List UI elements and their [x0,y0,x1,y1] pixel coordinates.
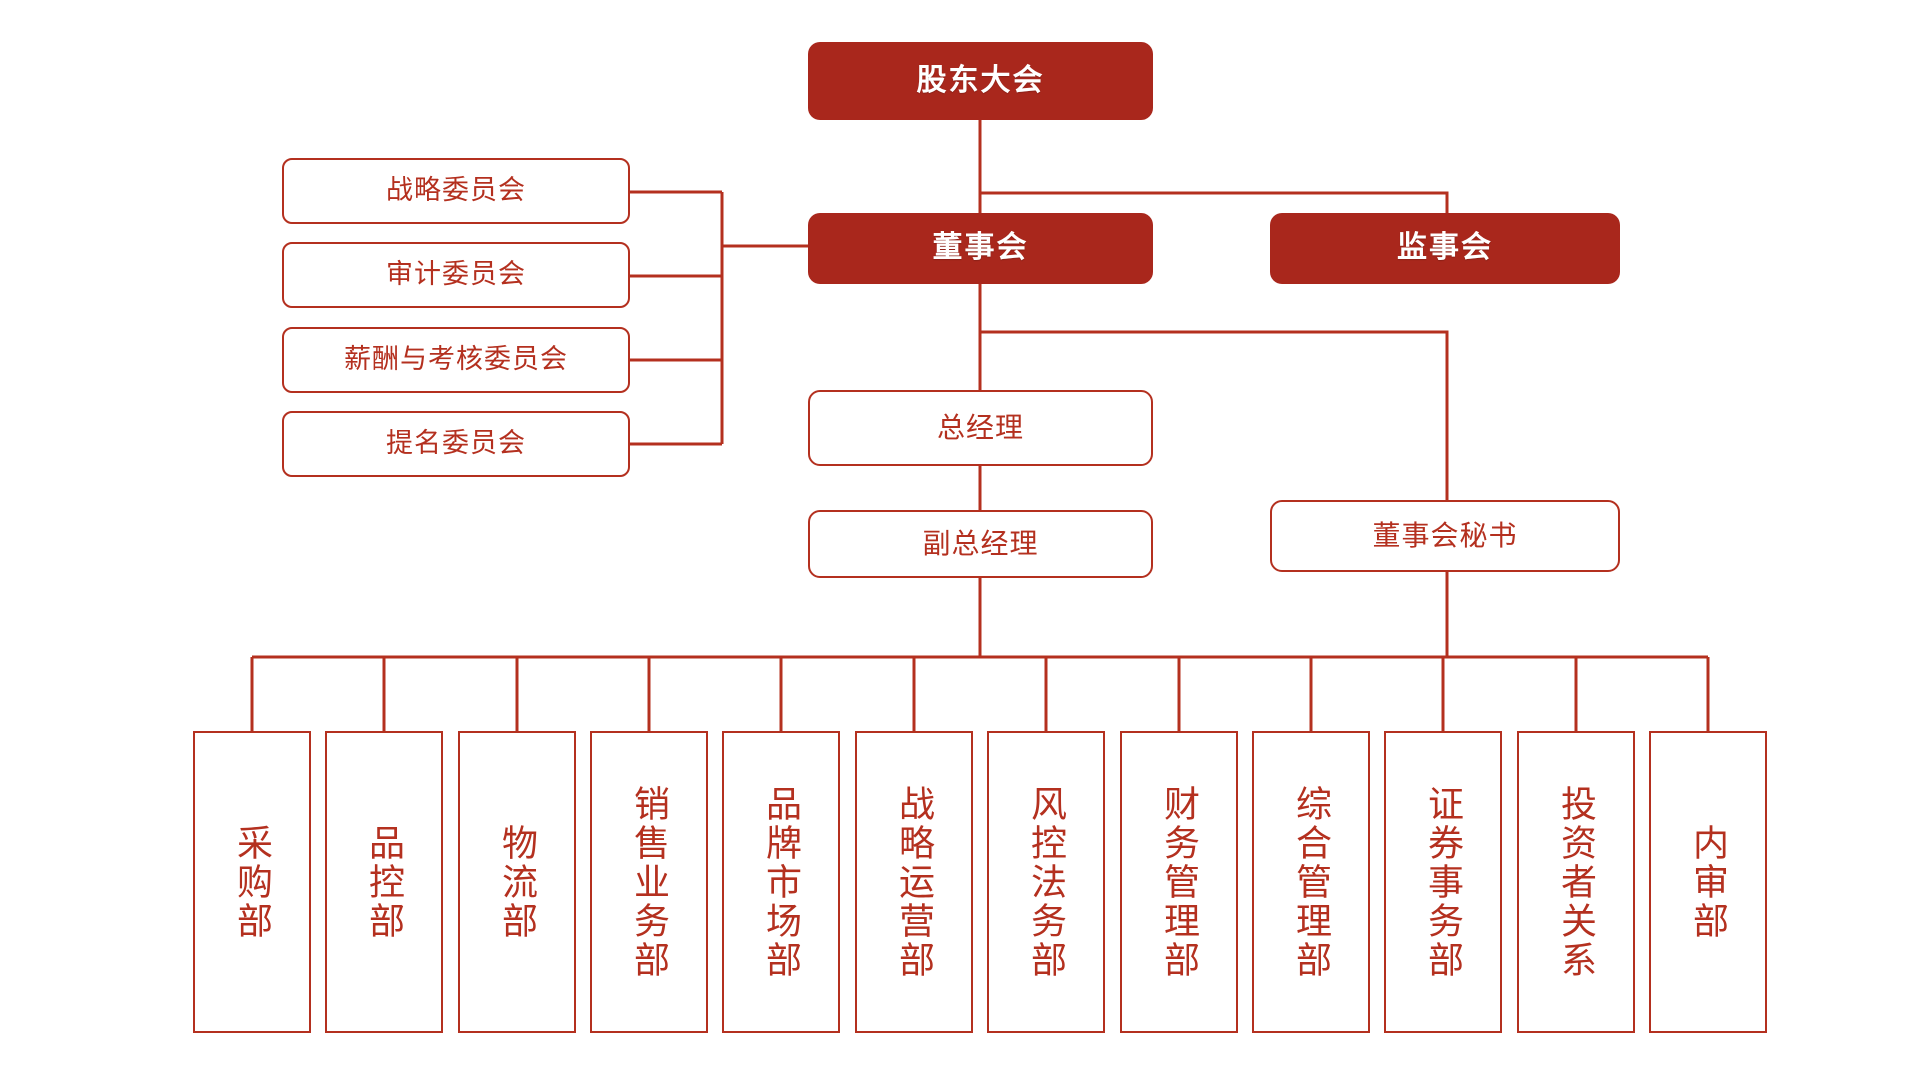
node-general-manager[interactable]: 总经理 [808,390,1153,466]
node-strategy-committee[interactable]: 战略委员会 [282,158,630,224]
node-label: 风控法务部 [1026,784,1067,980]
node-dept-investor-relations[interactable]: 投资者关系 [1517,731,1635,1033]
node-label: 薪酬与考核委员会 [344,344,568,375]
node-label: 董事会秘书 [1372,519,1518,551]
node-dept-general-admin[interactable]: 综合管理部 [1252,731,1370,1033]
node-deputy-general-manager[interactable]: 副总经理 [808,510,1153,578]
node-label: 销售业务部 [629,784,670,980]
node-label: 总经理 [936,411,1024,443]
node-label: 提名委员会 [386,428,526,459]
node-label: 战略运营部 [894,784,935,980]
node-dept-quality-control[interactable]: 品控部 [325,731,443,1033]
node-label: 品控部 [364,823,405,941]
node-dept-strategy-operations[interactable]: 战略运营部 [855,731,973,1033]
node-remuneration-committee[interactable]: 薪酬与考核委员会 [282,327,630,393]
node-dept-finance[interactable]: 财务管理部 [1120,731,1238,1033]
node-dept-procurement[interactable]: 采购部 [193,731,311,1033]
node-label: 品牌市场部 [761,784,802,980]
node-dept-sales-business[interactable]: 销售业务部 [590,731,708,1033]
node-label: 监事会 [1397,231,1493,265]
node-label: 董事会 [932,231,1029,265]
node-dept-internal-audit[interactable]: 内审部 [1649,731,1767,1033]
node-nomination-committee[interactable]: 提名委员会 [282,411,630,477]
node-dept-securities-affairs[interactable]: 证券事务部 [1384,731,1502,1033]
node-board-secretary[interactable]: 董事会秘书 [1270,500,1620,572]
node-label: 股东大会 [916,63,1045,97]
node-label: 财务管理部 [1159,784,1200,980]
node-label: 战略委员会 [386,175,526,206]
wire-shareholders-to-supervisory [980,191,1449,213]
node-label: 投资者关系 [1556,784,1597,980]
node-shareholders-meeting[interactable]: 股东大会 [808,42,1153,120]
node-dept-brand-marketing[interactable]: 品牌市场部 [722,731,840,1033]
node-label: 物流部 [497,823,538,941]
node-supervisory-board[interactable]: 监事会 [1270,213,1620,284]
node-label: 采购部 [232,823,273,941]
node-label: 综合管理部 [1291,784,1332,980]
node-board-of-directors[interactable]: 董事会 [808,213,1153,284]
node-label: 证券事务部 [1423,784,1464,980]
node-audit-committee[interactable]: 审计委员会 [282,242,630,308]
node-label: 审计委员会 [386,259,526,290]
node-label: 副总经理 [922,527,1039,559]
node-dept-risk-legal[interactable]: 风控法务部 [987,731,1105,1033]
node-label: 内审部 [1688,823,1729,941]
node-dept-logistics[interactable]: 物流部 [458,731,576,1033]
